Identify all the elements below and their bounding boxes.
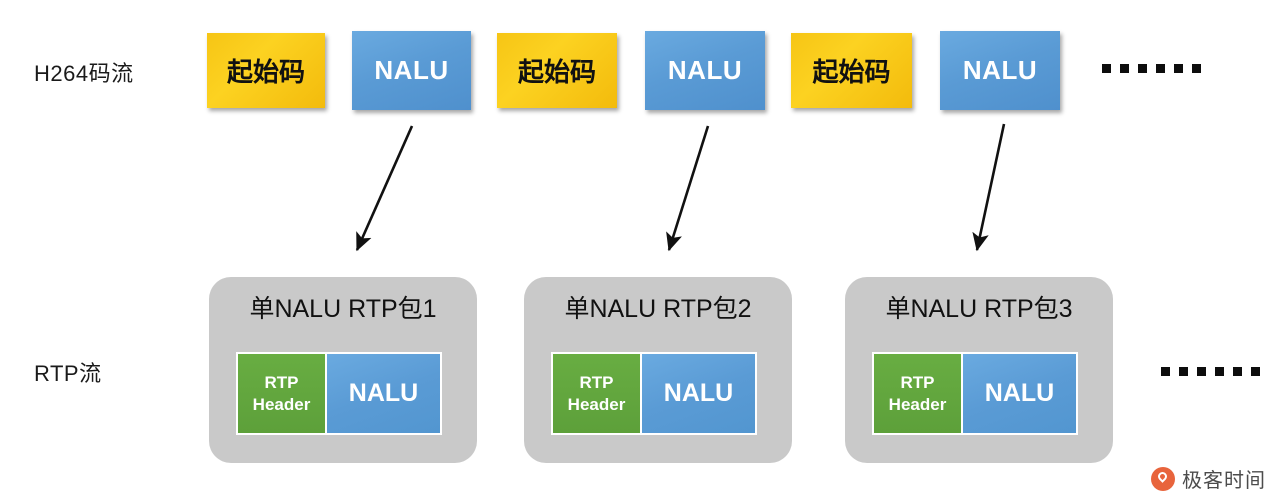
arrow-nalu1-to-packet1 [355,125,414,252]
h264-block-nalu-1: NALU [352,31,471,110]
h264-block-start-code-1: 起始码 [207,33,325,108]
ellipsis-dot [1179,367,1188,376]
rtp-stream-ellipsis [1161,367,1260,376]
rtp-header-cell: RTP Header [238,354,327,433]
h264-stream-row-label: H264码流 [34,61,134,86]
ellipsis-dot [1215,367,1224,376]
ellipsis-dot [1174,64,1183,73]
h264-block-label: NALU [667,55,743,85]
rtp-packet-card-3: 单NALU RTP包3 RTP Header NALU [845,277,1113,463]
h264-block-label: 起始码 [812,57,891,87]
rtp-packet-structure: RTP Header NALU [236,352,442,435]
h264-block-nalu-2: NALU [645,31,765,110]
h264-block-nalu-3: NALU [940,31,1060,110]
rtp-header-cell: RTP Header [553,354,642,433]
watermark: 极客时间 [1151,464,1266,493]
rtp-header-line1: RTP [264,373,299,393]
rtp-packet-title: 单NALU RTP包1 [249,295,437,323]
h264-block-label: 起始码 [226,57,305,87]
rtp-payload-label: NALU [348,379,419,407]
rtp-payload-label: NALU [984,379,1055,407]
ellipsis-dot [1120,64,1129,73]
rtp-header-line2: Header [252,394,311,414]
h264-block-label: NALU [374,55,449,85]
geekbang-logo-icon [1151,466,1175,491]
ellipsis-dot [1102,64,1111,73]
rtp-stream-row-label: RTP流 [34,361,102,386]
rtp-payload-cell: NALU [963,354,1076,433]
rtp-header-line2: Header [567,394,626,414]
rtp-packet-structure: RTP Header NALU [551,352,757,435]
ellipsis-dot [1138,64,1147,73]
ellipsis-dot [1197,367,1206,376]
rtp-header-line1: RTP [900,373,935,393]
ellipsis-dot [1156,64,1165,73]
ellipsis-dot [1161,367,1170,376]
arrow-nalu3-to-packet3 [972,123,1006,252]
rtp-packet-card-1: 单NALU RTP包1 RTP Header NALU [209,277,477,463]
h264-block-label: 起始码 [517,57,596,87]
ellipsis-dot [1233,367,1242,376]
rtp-header-cell: RTP Header [874,354,963,433]
rtp-payload-cell: NALU [327,354,440,433]
arrow-nalu2-to-packet2 [666,125,710,252]
rtp-packet-structure: RTP Header NALU [872,352,1078,435]
h264-stream-ellipsis [1102,64,1201,73]
rtp-header-line2: Header [888,394,947,414]
rtp-payload-cell: NALU [642,354,755,433]
rtp-payload-label: NALU [663,379,734,407]
rtp-packet-title: 单NALU RTP包2 [564,295,752,323]
ellipsis-dot [1192,64,1201,73]
h264-block-start-code-3: 起始码 [791,33,912,108]
rtp-packet-card-2: 单NALU RTP包2 RTP Header NALU [524,277,792,463]
rtp-header-line1: RTP [579,373,614,393]
h264-block-start-code-2: 起始码 [497,33,617,108]
h264-block-label: NALU [962,55,1038,85]
watermark-label: 极客时间 [1182,470,1266,492]
rtp-packet-title: 单NALU RTP包3 [885,295,1073,323]
ellipsis-dot [1251,367,1260,376]
